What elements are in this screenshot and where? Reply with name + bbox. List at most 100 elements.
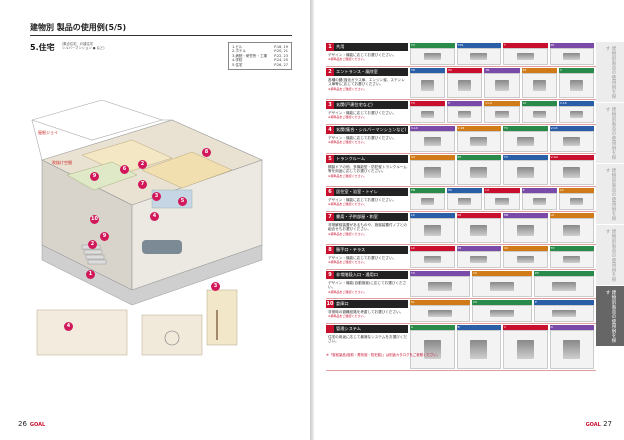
product-cell[interactable]: V-LX (410, 126, 455, 152)
product-image (549, 330, 594, 369)
product-cell[interactable]: PX (456, 155, 501, 185)
product-image (410, 218, 455, 243)
product-cell[interactable]: V-CX (549, 126, 594, 152)
product-code: C (503, 325, 548, 330)
product-code: P (447, 101, 483, 106)
product-code: LX (521, 101, 557, 106)
product-cell[interactable]: SL (410, 300, 470, 322)
row-number: 4 (326, 126, 334, 134)
row-desc-text: デザイン・機能(自動施錠)に応じてお選びください。 (328, 281, 407, 290)
product-cell[interactable]: TX (503, 155, 548, 185)
row-title: 玄関(戸建住宅など) (334, 101, 408, 109)
side-tab[interactable]: 建物別製品の使用例を探す (596, 42, 624, 103)
product-image (447, 73, 483, 98)
product-cell[interactable]: TX (549, 246, 594, 268)
product-cell[interactable]: CX (472, 300, 532, 322)
product-cell[interactable]: PX (456, 213, 501, 243)
product-image (456, 218, 501, 243)
product-cell[interactable]: PX (521, 68, 557, 98)
side-tab[interactable]: 建物別製品の使用例を探す (596, 164, 624, 225)
product-cell[interactable]: PN (503, 213, 548, 243)
product-code: B (456, 325, 501, 330)
product-cell[interactable]: PX (447, 188, 483, 210)
product-cell[interactable]: V-LX (484, 101, 520, 123)
product-cell[interactable]: P (534, 300, 594, 322)
side-tab-active[interactable]: 建物別製品の使用例を探す (596, 286, 624, 347)
product-cell[interactable]: PN (410, 188, 446, 210)
product-cell[interactable]: T (503, 43, 548, 65)
page-number: 27 (603, 420, 612, 428)
product-image (410, 305, 470, 322)
product-cell[interactable]: TX (410, 101, 446, 123)
product-cell[interactable]: A (410, 325, 455, 369)
product-cell[interactable]: PX (447, 68, 483, 98)
product-cell[interactable]: CX (410, 155, 455, 185)
row-desc-text: デザイン・機能に応じてお選びください。 (328, 136, 397, 140)
product-cell[interactable]: LX (558, 188, 595, 210)
product-cell[interactable]: LX (521, 101, 557, 123)
product-code: PX (456, 246, 501, 251)
product-cell[interactable]: LX (484, 188, 520, 210)
product-cell[interactable]: TX (503, 126, 548, 152)
row-title: 書斎・子供部屋・和室 (334, 213, 408, 221)
product-image (472, 276, 532, 297)
product-cell[interactable]: V-GX (549, 155, 594, 185)
toc-pages: P.26, 27 (274, 62, 288, 67)
product-cell[interactable]: P (447, 101, 483, 123)
toc-label: 1.ビル (232, 45, 243, 49)
product-cell[interactable]: CX (472, 271, 532, 297)
product-cell[interactable]: CX (503, 246, 548, 268)
toc-pages: P.18, 19 (274, 45, 288, 49)
product-code: TX (503, 126, 548, 131)
product-image (549, 251, 594, 268)
row-desc-text: 鋼製ドアの他、多機能型・防犯錠トランクルーム等を用途に応じてお選びください。 (328, 165, 407, 174)
row-note: ※標準品をご確認ください。 (328, 202, 367, 207)
product-code: V-LX (484, 101, 520, 106)
product-cell[interactable]: LX (410, 246, 455, 268)
side-index: 建物別製品の使用例を探す 建物別製品の使用例を探す 建物別製品の使用例を探す 建… (596, 42, 624, 347)
product-code: V-CX (549, 126, 594, 131)
product-cell[interactable]: V (558, 68, 595, 98)
side-tab[interactable]: 建物別製品の使用例を探す (596, 103, 624, 164)
product-image (558, 73, 595, 98)
product-cell[interactable]: TR (410, 68, 446, 98)
product-cell[interactable]: D (549, 325, 594, 369)
product-image (503, 218, 548, 243)
product-cell[interactable]: PX (456, 246, 501, 268)
product-cell[interactable]: P (521, 188, 557, 210)
side-tab[interactable]: 建物別製品の使用例を探す (596, 225, 624, 286)
toc-row[interactable]: 1.ビル P.18, 19 (232, 45, 288, 49)
side-tab-label: 建物別製品の使用例を探す (605, 46, 616, 99)
product-code: PX (447, 68, 483, 73)
brand-logo: GOAL (585, 422, 601, 428)
side-tab-label: 建物別製品の使用例を探す (605, 107, 616, 160)
product-cell[interactable]: PX (549, 43, 594, 65)
product-cell[interactable]: C (503, 325, 548, 369)
product-cell[interactable]: TR (484, 68, 520, 98)
product-cell[interactable]: LX (410, 213, 455, 243)
product-cell[interactable]: V-18 (558, 101, 595, 123)
row-note: ※標準品をご確認ください。 (328, 260, 367, 265)
product-cell[interactable]: TX (410, 43, 455, 65)
product-image (456, 251, 501, 268)
location-badge: 2 (138, 160, 147, 169)
product-cell[interactable]: PX (534, 271, 594, 297)
product-cell[interactable]: TXS (456, 43, 501, 65)
product-image (549, 48, 594, 65)
row-title: 管理システム (334, 325, 408, 333)
product-cell[interactable]: B (456, 325, 501, 369)
row-title: 共用 (334, 43, 408, 51)
product-cell[interactable]: V-18 (456, 126, 501, 152)
product-cell[interactable]: LX (549, 213, 594, 243)
product-cell[interactable]: TX (410, 271, 470, 297)
product-image (410, 48, 455, 65)
